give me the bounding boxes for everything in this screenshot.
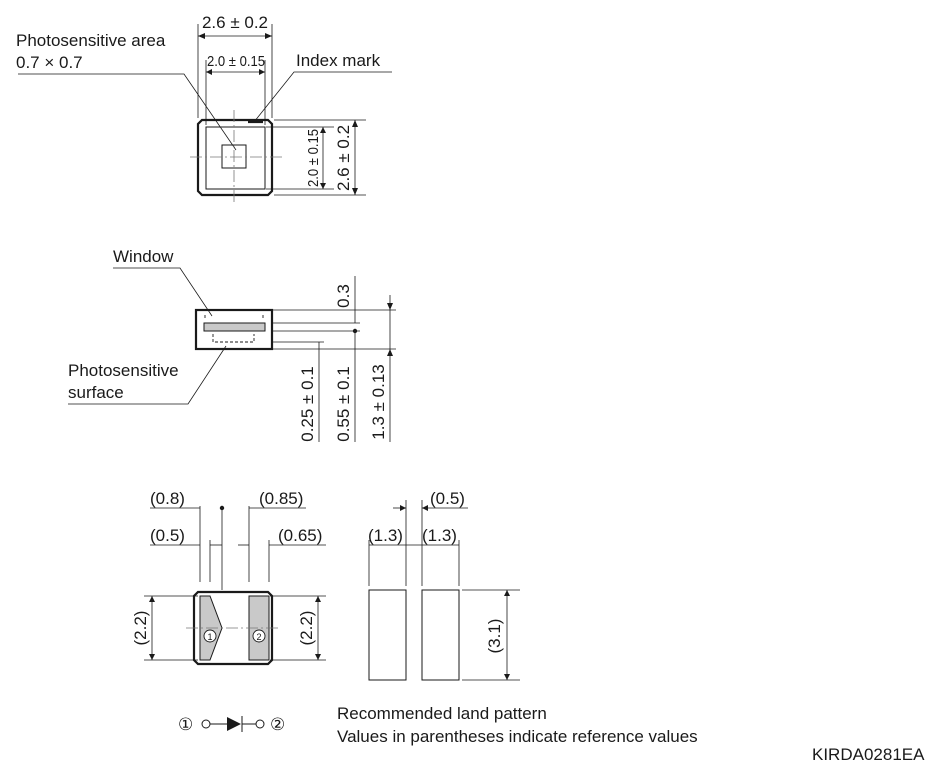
- dim-left-2-2: (2.2): [131, 611, 150, 646]
- photosensitive-area-label: Photosensitive area: [16, 31, 166, 50]
- chip-dashed: [212, 334, 255, 343]
- dim-0-5: (0.5): [150, 526, 185, 545]
- photosensitive-area-size: 0.7 × 0.7: [16, 53, 83, 72]
- diode-symbol: ① ②: [178, 715, 285, 734]
- top-view: Photosensitive area 0.7 × 0.7 Index mark…: [16, 13, 392, 204]
- width-inner-dim: 2.0 ± 0.15: [207, 53, 265, 70]
- land-pad-2: [421, 589, 460, 681]
- photosensitive-surface-label-2: surface: [68, 383, 124, 402]
- dim-0-8: (0.8): [150, 489, 185, 508]
- diode-triangle: [227, 717, 241, 731]
- window-dashed: [204, 315, 264, 320]
- svg-text:1: 1: [207, 632, 212, 642]
- index-mark-leader: [253, 71, 392, 123]
- land-pattern: (0.5) (1.3) (1.3) (3.1): [368, 489, 520, 681]
- terminal-1: [201, 719, 211, 729]
- dim-dot: [352, 328, 358, 334]
- dim-0-3: 0.3: [334, 284, 353, 308]
- window-label: Window: [113, 247, 174, 266]
- dim-0-65: (0.65): [278, 526, 322, 545]
- symbol-pin-2: ②: [270, 715, 285, 734]
- dim-arrows: [400, 505, 428, 511]
- pin-1-marker: [203, 629, 217, 643]
- dim-arrows: [206, 69, 265, 75]
- terminal-2: [255, 719, 265, 729]
- land-dim-w1: (1.3): [368, 526, 403, 545]
- photosensitive-surface-leader: [68, 345, 227, 405]
- land-dim-w2: (1.3): [422, 526, 457, 545]
- symbol-pin-1: ①: [178, 715, 193, 734]
- dim-0-25: 0.25 ± 0.1: [298, 366, 317, 442]
- dim-0-85: (0.85): [259, 489, 303, 508]
- photosensitive-area-leader: [18, 73, 237, 151]
- dim-0-55: 0.55 ± 0.1: [334, 366, 353, 442]
- land-pad-1: [368, 589, 407, 681]
- width-outer-dim: 2.6 ± 0.2: [202, 13, 268, 32]
- package-outline: [196, 118, 274, 197]
- index-mark-label: Index mark: [296, 51, 381, 70]
- land-dim-gap: (0.5): [430, 489, 465, 508]
- dim-1-3: 1.3 ± 0.13: [369, 364, 388, 440]
- bottom-package-outline: [192, 590, 274, 666]
- dim-right-2-2: (2.2): [297, 611, 316, 646]
- svg-text:2: 2: [256, 632, 261, 642]
- land-dim-h: (3.1): [485, 619, 504, 654]
- window-glass: [203, 322, 266, 332]
- side-package-outline: [194, 308, 274, 351]
- side-view: Window Photosensitive surface 0.3 0.25 ±…: [68, 247, 396, 442]
- photosensitive-surface-label-1: Photosensitive: [68, 361, 179, 380]
- inner-frame: [205, 126, 266, 190]
- window-leader: [113, 267, 213, 317]
- drawing-id: KIRDA0281EA: [812, 745, 925, 764]
- height-inner-dim: 2.0 ± 0.15: [305, 129, 322, 187]
- pin-2-marker: [252, 629, 266, 643]
- height-outer-dim: 2.6 ± 0.2: [334, 125, 353, 191]
- note-land-pattern: Recommended land pattern: [337, 704, 547, 723]
- note-reference-values: Values in parentheses indicate reference…: [337, 727, 698, 746]
- bottom-view: 1 2 (0.8) (0.85) (0.5) (0.65) (2.2) (2.2…: [131, 489, 326, 666]
- dim-dot: [219, 505, 225, 511]
